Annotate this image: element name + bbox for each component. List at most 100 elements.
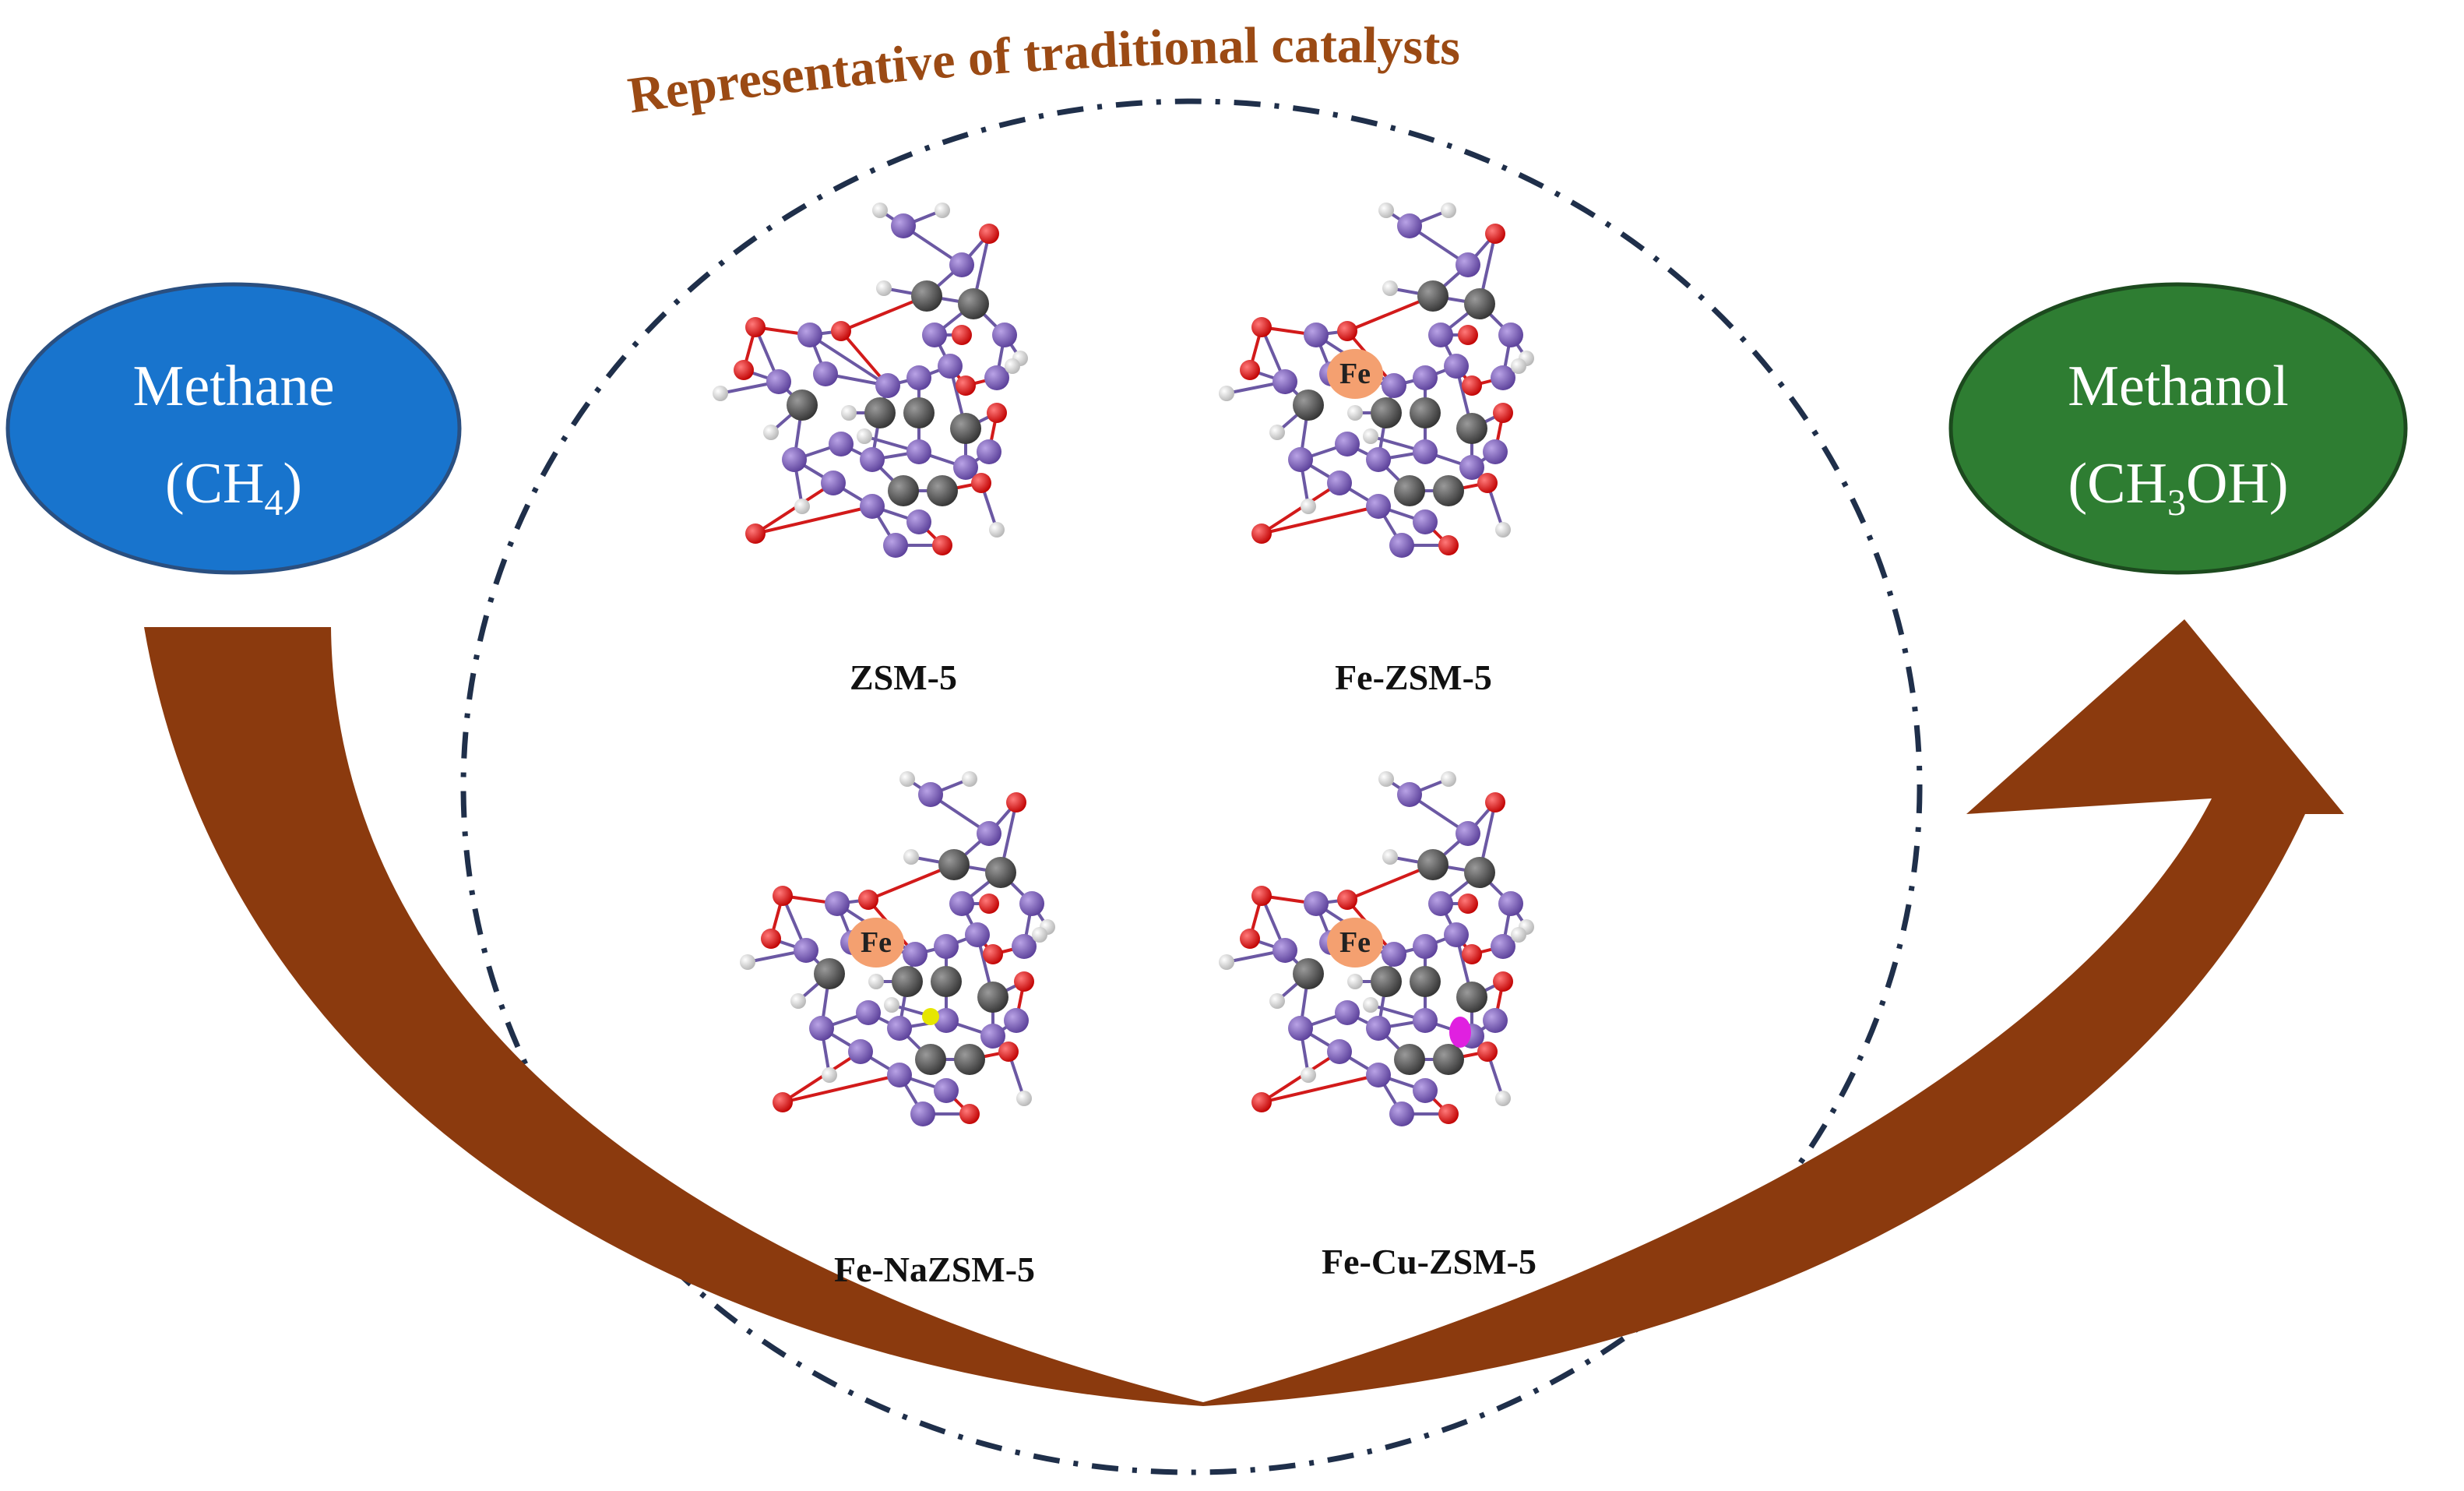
hydrogen-atom — [794, 499, 810, 514]
hydrogen-atom — [1378, 771, 1394, 787]
silicon-atom — [906, 509, 931, 534]
bond — [1261, 505, 1379, 535]
carbon-atom — [915, 1044, 946, 1075]
carbon-atom — [1394, 475, 1425, 506]
hydrogen-atom — [1347, 974, 1363, 989]
silicon-atom — [1382, 373, 1406, 398]
iron-site-marker — [1327, 918, 1383, 968]
hydrogen-atom — [1301, 499, 1316, 514]
silicon-atom — [1389, 1102, 1414, 1126]
oxygen-atom — [1240, 929, 1260, 949]
bond — [781, 1050, 862, 1104]
oxygen-atom — [1438, 535, 1459, 555]
silicon-atom — [1413, 1008, 1438, 1033]
sodium-atom — [922, 1008, 939, 1025]
hydrogen-atom — [1441, 203, 1456, 218]
hydrogen-atom — [876, 280, 892, 296]
silicon-atom — [1288, 447, 1313, 472]
silicon-atom — [860, 447, 885, 472]
oxygen-atom — [1493, 403, 1513, 423]
oxygen-atom — [1251, 886, 1272, 906]
silicon-atom — [903, 942, 928, 967]
hydrogen-atom — [962, 771, 977, 787]
bond — [782, 1073, 900, 1104]
hydrogen-atom — [899, 771, 915, 787]
silicon-atom — [1413, 509, 1438, 534]
hydrogen-atom — [989, 522, 1005, 538]
carbon-atom — [864, 397, 896, 428]
catalyst-structure-fe-nazsm5: Fe — [740, 771, 1055, 1126]
silicon-atom — [883, 533, 908, 558]
silicon-atom — [949, 252, 974, 277]
oxygen-atom — [1251, 317, 1272, 337]
silicon-atom — [1498, 323, 1523, 347]
carbon-atom — [1433, 1044, 1464, 1075]
oxygen-atom — [971, 473, 991, 493]
silicon-atom — [965, 922, 990, 947]
reaction-arrow — [144, 619, 2344, 1406]
oxygen-atom — [956, 375, 976, 396]
hydrogen-atom — [1382, 280, 1398, 296]
hydrogen-atom — [841, 405, 857, 421]
carbon-atom — [1464, 857, 1495, 888]
carbon-atom — [958, 288, 989, 319]
hydrogen-atom — [884, 997, 899, 1013]
oxygen-atom — [745, 523, 766, 544]
oxygen-atom — [1251, 1092, 1272, 1112]
iron-label: Fe — [1339, 358, 1371, 390]
silicon-atom — [1382, 942, 1406, 967]
silicon-atom — [1304, 323, 1329, 347]
silicon-atom — [1413, 1078, 1438, 1103]
oxygen-atom — [952, 325, 972, 345]
catalyst-label-zsm5: ZSM-5 — [850, 657, 957, 697]
oxygen-atom — [1485, 792, 1505, 812]
silicon-atom — [1413, 439, 1438, 464]
silicon-atom — [1456, 821, 1480, 846]
silicon-atom — [938, 354, 963, 379]
silicon-atom — [1335, 1000, 1360, 1025]
hydrogen-atom — [1269, 425, 1285, 440]
hydrogen-atom — [1301, 1067, 1316, 1083]
silicon-atom — [809, 1016, 834, 1041]
oxygen-atom — [1485, 224, 1505, 244]
oxygen-atom — [773, 886, 793, 906]
oxygen-atom — [1458, 894, 1478, 914]
silicon-atom — [875, 373, 900, 398]
oxygen-atom — [761, 929, 781, 949]
hydrogen-atom — [1378, 203, 1394, 218]
oxygen-atom — [1462, 944, 1482, 964]
silicon-atom — [980, 1024, 1005, 1049]
oxygen-atom — [998, 1042, 1019, 1062]
oxygen-atom — [1337, 890, 1357, 910]
silicon-atom — [906, 439, 931, 464]
silicon-atom — [1498, 891, 1523, 916]
carbon-atom — [950, 413, 981, 444]
silicon-atom — [825, 891, 850, 916]
hydrogen-atom — [763, 425, 779, 440]
oxygen-atom — [745, 317, 766, 337]
silicon-atom — [992, 323, 1017, 347]
carbon-atom — [1410, 966, 1441, 997]
catalyst-structure-zsm5 — [713, 203, 1028, 558]
carbon-atom — [1371, 966, 1402, 997]
silicon-atom — [1397, 782, 1422, 807]
carbon-atom — [1293, 389, 1324, 421]
hydrogen-atom — [1016, 1091, 1032, 1106]
silicon-atom — [1491, 365, 1515, 390]
silicon-atom — [1389, 533, 1414, 558]
silicon-atom — [906, 365, 931, 390]
hydrogen-atom — [1032, 927, 1047, 943]
methanol-name: Methanol — [2068, 354, 2289, 418]
silicon-atom — [934, 934, 959, 959]
silicon-atom — [1366, 447, 1391, 472]
oxygen-atom — [734, 360, 754, 380]
oxygen-atom — [1438, 1104, 1459, 1124]
silicon-atom — [1491, 934, 1515, 959]
catalyst-label-fe-zsm5: Fe-ZSM-5 — [1335, 657, 1492, 697]
hydrogen-atom — [1495, 522, 1511, 538]
catalyst-label-fe-cu-zsm5: Fe-Cu-ZSM-5 — [1322, 1242, 1536, 1281]
silicon-atom — [1428, 891, 1453, 916]
silicon-atom — [1019, 891, 1044, 916]
silicon-atom — [1327, 1039, 1352, 1064]
methane-name: Methane — [133, 354, 335, 418]
